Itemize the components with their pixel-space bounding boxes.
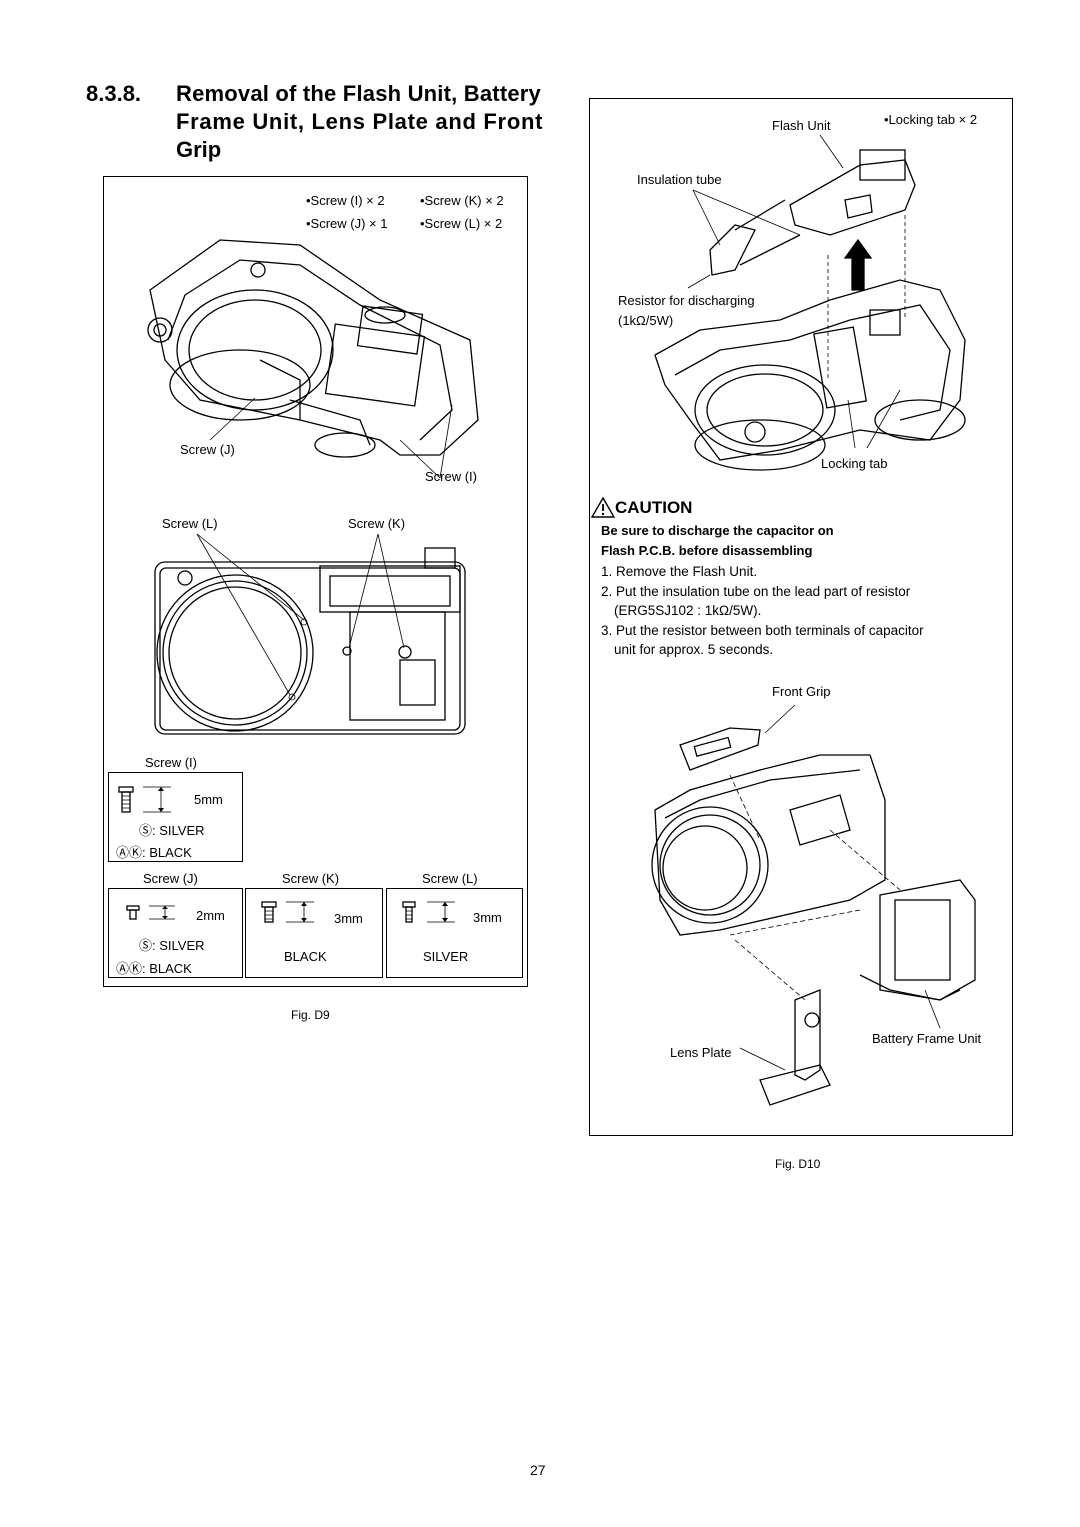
label-resistor-line-1: Resistor for discharging (618, 293, 755, 308)
caution-warning-icon (590, 496, 616, 518)
page-number: 27 (530, 1462, 546, 1478)
callout-screw-l: Screw (L) (162, 516, 218, 531)
screw-l-title: Screw (L) (422, 871, 478, 886)
label-lens-plate: Lens Plate (670, 1045, 732, 1060)
screw-k-length: 3mm (334, 911, 363, 926)
caution-bold-line-2: Flash P.C.B. before disassembling (601, 543, 813, 558)
caution-step-2: 2. Put the insulation tube on the lead p… (601, 584, 911, 599)
label-flash-unit: Flash Unit (772, 118, 831, 133)
screw-count-k: •Screw (K) × 2 (420, 193, 504, 208)
screw-l-cell: 3mm SILVER (386, 888, 523, 978)
section-title-line-2: Frame Unit, Lens Plate and Front (176, 109, 544, 134)
screw-count-i: •Screw (I) × 2 (306, 193, 385, 208)
fig-d10-caption: Fig. D10 (775, 1157, 821, 1171)
section-number: 8.3.8. (86, 81, 142, 106)
screw-k-icon (261, 901, 314, 923)
screw-k-color: BLACK (284, 949, 327, 964)
screw-j-color-silver: Ⓢ: SILVER (139, 938, 205, 953)
fig-d10-frame (589, 98, 1013, 1136)
fig-d9-caption: Fig. D9 (291, 1008, 330, 1022)
screw-j-title: Screw (J) (143, 871, 198, 886)
screw-i-color-silver: Ⓢ: SILVER (139, 823, 205, 838)
section-title-line-1: Removal of the Flash Unit, Battery (176, 81, 541, 106)
label-battery-frame-unit: Battery Frame Unit (872, 1031, 982, 1046)
caution-step-1: 1. Remove the Flash Unit. (601, 564, 758, 579)
section-title-line-3: Grip (176, 137, 222, 162)
screw-count-j: •Screw (J) × 1 (306, 216, 388, 231)
screw-i-icon (118, 786, 171, 813)
callout-screw-i: Screw (I) (425, 469, 477, 484)
screw-i-length: 5mm (194, 792, 223, 807)
label-resistor-line-2: (1kΩ/5W) (618, 313, 674, 328)
caution-step-2-cont: (ERG5SJ102 : 1kΩ/5W). (614, 603, 762, 618)
screw-k-cell: 3mm BLACK (245, 888, 383, 978)
label-front-grip: Front Grip (772, 684, 831, 699)
label-insulation-tube: Insulation tube (637, 172, 722, 187)
screw-i-title: Screw (I) (145, 755, 197, 770)
screw-j-length: 2mm (196, 908, 225, 923)
screw-i-color-black: ⒶⓀ: BLACK (116, 845, 192, 860)
screw-l-icon (402, 901, 455, 923)
callout-screw-k: Screw (K) (348, 516, 406, 531)
screw-i-cell: 5mm Ⓢ: SILVER ⒶⓀ: BLACK (108, 772, 243, 862)
screw-j-color-black: ⒶⓀ: BLACK (116, 961, 192, 976)
label-locking-tab-count: •Locking tab × 2 (884, 112, 978, 127)
label-locking-tab: Locking tab (821, 456, 888, 471)
caution-step-3: 3. Put the resistor between both termina… (601, 623, 924, 638)
screw-k-title: Screw (K) (282, 871, 340, 886)
screw-l-length: 3mm (473, 910, 502, 925)
screw-l-color: SILVER (423, 949, 469, 964)
caution-bold-line-1: Be sure to discharge the capacitor on (601, 523, 834, 538)
caution-title: CAUTION (615, 498, 693, 517)
screw-count-l: •Screw (L) × 2 (420, 216, 503, 231)
callout-screw-j: Screw (J) (180, 442, 235, 457)
caution-step-3-cont: unit for approx. 5 seconds. (614, 642, 774, 657)
fig-d9-frame (103, 176, 528, 987)
screw-j-cell: 2mm Ⓢ: SILVER ⒶⓀ: BLACK (108, 888, 243, 978)
screw-j-icon (126, 905, 175, 920)
